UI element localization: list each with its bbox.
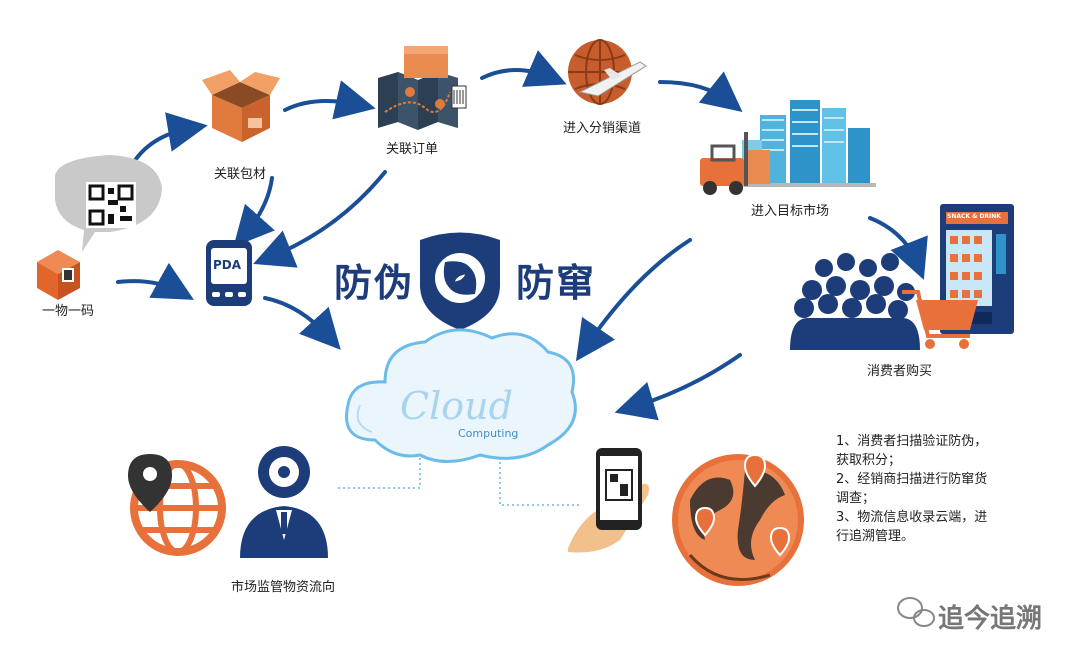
phone-scan-icon: [568, 448, 649, 553]
cloud-sub: Computing: [458, 427, 519, 440]
box-icon: [202, 70, 280, 142]
label-enter-market: 进入目标市场: [751, 204, 830, 219]
note-line: 2、经销商扫描进行防窜货: [836, 472, 988, 487]
arrow-packaging-to-pda: [233, 176, 275, 247]
notes-list: 1、消费者扫描验证防伪， 获取积分； 2、经销商扫描进行防窜货 调查； 3、物流…: [836, 432, 1026, 546]
note-line: 1、消费者扫描验证防伪，: [836, 434, 988, 449]
label-link-packaging: 关联包材: [214, 167, 267, 182]
arrow-packaging-to-order: [283, 80, 376, 120]
label-consumer-purchase: 消费者购买: [867, 364, 933, 379]
dotted-connectors: [338, 458, 582, 506]
arrow-order-to-pda: [253, 170, 387, 268]
map-icon: [378, 46, 467, 130]
note-line: 调查；: [836, 491, 876, 506]
label-one-item-one-code: 一物一码: [42, 304, 95, 319]
coded-box-icon: [37, 250, 80, 300]
label-market-supervision: 市场监管物资流向: [231, 580, 336, 595]
note-line: 3、物流信息收录云端，进: [836, 510, 988, 525]
vending-sign: SNACK & DRINK: [947, 213, 1001, 220]
pda-icon: [206, 240, 252, 306]
arrow-order-to-channel: [480, 50, 567, 87]
arrow-consumer-to-cloud: [614, 353, 742, 421]
wechat-icon: [897, 597, 935, 627]
crowd-icon: [790, 253, 920, 350]
arrow-channel-to-market: [658, 71, 743, 112]
note-line: 获取积分；: [836, 453, 902, 468]
city-icon: [700, 100, 876, 195]
location-globe-icon: [128, 454, 226, 556]
arrow-pda-to-cloud: [263, 296, 341, 350]
arrow-code-to-pda: [116, 262, 194, 300]
note-line: 行追溯管理。: [836, 529, 915, 544]
arrow-market-to-consumer: [868, 216, 928, 280]
arrow-market-to-cloud: [575, 238, 692, 362]
world-pins-icon: [672, 453, 804, 586]
qr-code-icon: [55, 155, 162, 252]
cloud-word: Cloud: [400, 384, 513, 428]
arrow-qr-to-packaging: [130, 112, 208, 167]
flow-arrows: [116, 50, 928, 421]
label-link-order: 关联订单: [386, 142, 439, 157]
brand-name: 追今追溯: [938, 604, 1043, 634]
inspector-icon: [240, 446, 328, 558]
globe-plane-icon: [568, 39, 647, 105]
shield-icon: [420, 232, 500, 330]
pda-text: PDA: [213, 258, 242, 272]
cart-icon: [902, 290, 978, 349]
title-anti-counterfeit: 防伪: [334, 261, 415, 305]
label-enter-channel: 进入分销渠道: [563, 121, 642, 136]
title-anti-diversion: 防窜: [516, 261, 597, 305]
cloud-icon: [345, 328, 577, 463]
